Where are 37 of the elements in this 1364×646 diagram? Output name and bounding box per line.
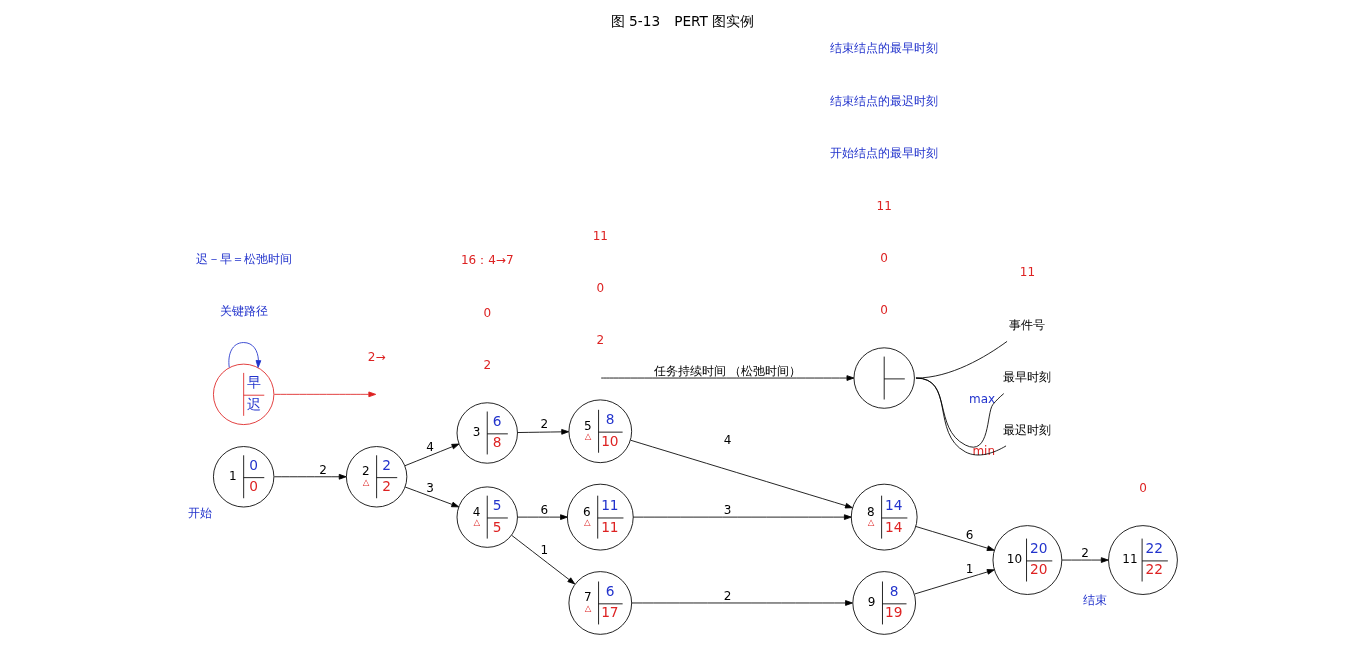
label: 11	[1019, 265, 1035, 280]
edge-label: 6	[540, 502, 548, 517]
node-label: max	[968, 392, 995, 407]
edge-label: 4	[425, 440, 434, 455]
label: 0	[879, 250, 888, 265]
label: 0	[482, 305, 491, 320]
label: 2	[595, 333, 604, 348]
label: 结束结点的最早时刻	[829, 41, 938, 56]
edge-label: 2	[723, 588, 731, 603]
label: 0	[1138, 480, 1147, 495]
node-label: 开始	[187, 505, 212, 520]
node-text: 事件号	[1008, 317, 1045, 332]
label: 0	[879, 303, 888, 318]
node-text: 最早时刻	[1002, 370, 1051, 385]
node-label: 结束	[1082, 593, 1107, 608]
label: 2→	[367, 349, 385, 364]
edge-label: 任务持续时间 （松弛时间）	[653, 363, 801, 378]
edge-label: 3	[425, 481, 434, 496]
edge-label: 1	[540, 543, 548, 558]
node-text: 最迟时刻	[1002, 422, 1051, 437]
edge-label: 4	[723, 433, 731, 448]
edge-label: 1	[965, 562, 973, 577]
label: 开始结点的最早时刻	[829, 146, 938, 161]
label: 2	[482, 358, 491, 373]
edge-label: 2	[540, 417, 548, 432]
label: 16：4→7	[460, 253, 514, 268]
caption: 图 5-13 PERT 图实例	[610, 12, 754, 29]
label: 结束结点的最迟时刻	[829, 93, 938, 108]
edge-label: 6	[965, 527, 973, 542]
edge-label: 2	[318, 462, 327, 477]
edge-label: 3	[723, 502, 731, 517]
label: 11	[592, 228, 608, 243]
label: 11	[876, 198, 892, 213]
label: 关键路径	[219, 304, 268, 319]
edge-label: 2	[1080, 545, 1089, 560]
label: 迟－早＝松弛时间	[195, 251, 292, 266]
label: 0	[595, 280, 604, 295]
